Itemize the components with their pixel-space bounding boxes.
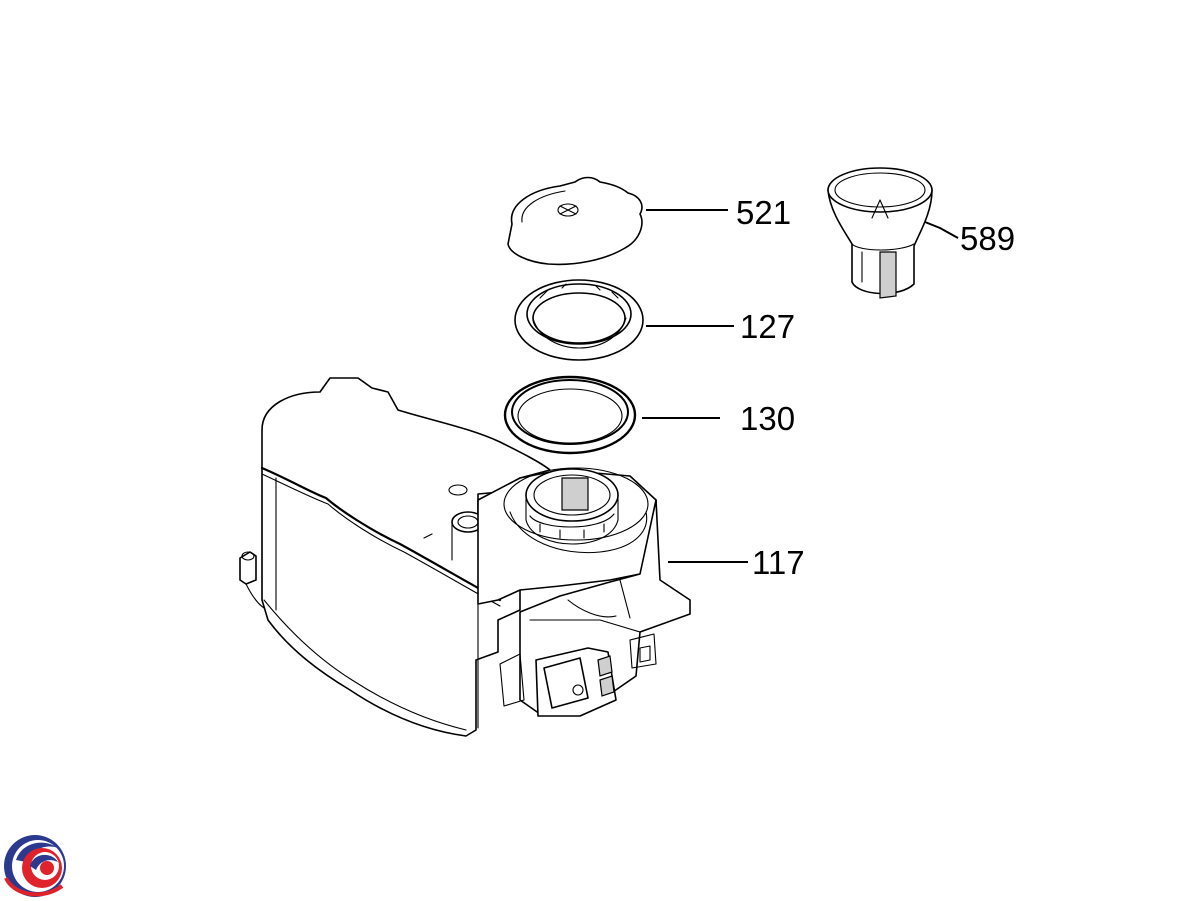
part-funnel-589 — [827, 167, 933, 299]
brand-logo — [4, 835, 66, 897]
part-salt-container-117 — [239, 377, 691, 737]
leader-589 — [924, 221, 959, 239]
label-117: 117 — [752, 544, 805, 581]
part-nut-ring-127 — [514, 279, 644, 361]
leader-lines — [642, 209, 959, 563]
part-labels: 521 589 127 130 117 — [736, 194, 1015, 581]
label-521: 521 — [736, 194, 791, 231]
label-589: 589 — [960, 220, 1015, 257]
label-127: 127 — [740, 308, 795, 345]
part-gasket-130 — [503, 375, 637, 455]
label-130: 130 — [740, 400, 795, 437]
part-lid-521 — [507, 176, 643, 266]
